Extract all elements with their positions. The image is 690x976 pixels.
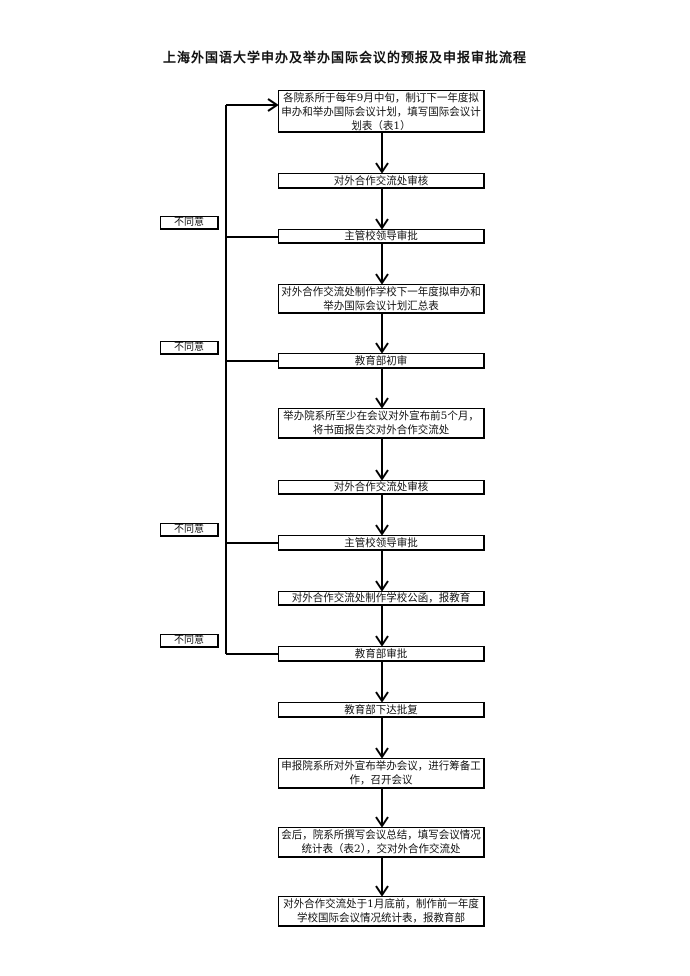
flow-step-8: 主管校领导审批	[278, 535, 485, 551]
arrow-to-step-1	[226, 98, 279, 112]
flow-step-5: 教育部初审	[278, 353, 485, 369]
flow-step-7: 对外合作交流处审核	[278, 480, 485, 495]
flow-step-11: 教育部下达批复	[278, 702, 485, 718]
flow-step-13: 会后，院系所撰写会议总结，填写会议情况统计表（表2），交对外合作交流处	[278, 827, 485, 858]
flow-step-6: 举办院系所至少在会议对外宣布前5个月，将书面报告交对外合作交流处	[278, 408, 485, 439]
flow-step-2: 对外合作交流处审核	[278, 173, 485, 189]
disagree-label: 不同意	[160, 523, 219, 537]
flow-arrow	[375, 662, 389, 703]
flow-step-14: 对外合作交流处于1月底前，制作前一年度学校国际会议情况统计表，报教育部	[278, 896, 485, 927]
flow-arrow	[375, 606, 389, 647]
flow-arrow	[375, 718, 389, 759]
flow-arrow	[375, 133, 389, 174]
flow-arrow	[375, 551, 389, 592]
flow-arrow	[375, 314, 389, 354]
flow-step-9: 对外合作交流处制作学校公函，报教育	[278, 591, 485, 606]
disagree-label: 不同意	[160, 341, 219, 355]
flow-arrow	[375, 189, 389, 230]
disagree-label: 不同意	[160, 634, 219, 648]
flow-step-4: 对外合作交流处制作学校下一年度拟申办和举办国际会议计划汇总表	[278, 284, 485, 314]
flow-step-10: 教育部审批	[278, 646, 485, 662]
flow-step-1: 各院系所于每年9月中旬，制订下一年度拟申办和举办国际会议计划，填写国际会议计划表…	[278, 90, 485, 133]
flow-arrow	[375, 439, 389, 481]
page-title: 上海外国语大学申办及举办国际会议的预报及申报审批流程	[162, 51, 527, 66]
flow-arrow	[375, 495, 389, 536]
flow-arrow	[375, 789, 389, 828]
flow-step-3: 主管校领导审批	[278, 229, 485, 244]
flow-step-12: 申报院系所对外宣布举办会议，进行筹备工作，召开会议	[278, 758, 485, 789]
flow-arrow	[375, 858, 389, 897]
flow-arrow	[375, 369, 389, 409]
disagree-label: 不同意	[160, 216, 219, 230]
flow-arrow	[375, 244, 389, 285]
